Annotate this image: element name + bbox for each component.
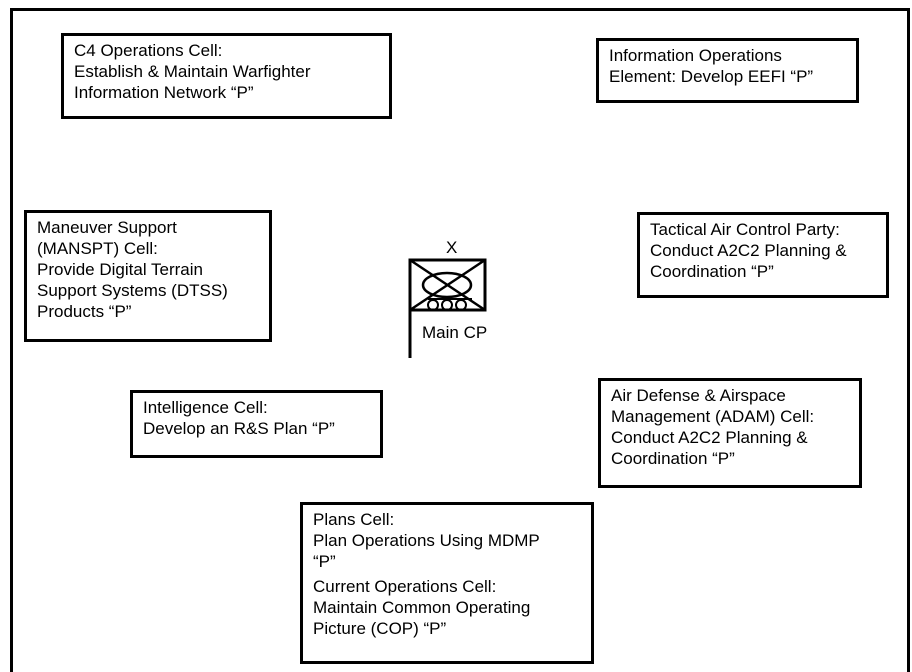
box-line: Plan Operations Using MDMP bbox=[313, 531, 540, 550]
box-line: Management (ADAM) Cell: bbox=[611, 407, 815, 426]
maneuver-support-cell-box: Maneuver Support (MANSPT) Cell: Provide … bbox=[24, 210, 272, 342]
diagram-frame bbox=[10, 8, 910, 672]
box-line: Establish & Maintain Warfighter bbox=[74, 62, 311, 81]
box-line: Coordination “P” bbox=[611, 449, 735, 468]
box-line: Information Operations bbox=[609, 46, 782, 65]
box-line: Picture (COP) “P” bbox=[313, 619, 447, 638]
infantry-cross-line-b bbox=[409, 258, 486, 312]
intelligence-cell-box: Intelligence Cell: Develop an R&S Plan “… bbox=[130, 390, 383, 458]
box-line: “P” bbox=[313, 552, 336, 571]
wheel bbox=[455, 299, 467, 311]
plans-and-current-operations-box: Plans Cell: Plan Operations Using MDMP “… bbox=[300, 502, 594, 664]
c4-operations-cell-box: C4 Operations Cell: Establish & Maintain… bbox=[61, 33, 392, 119]
wheel bbox=[441, 299, 453, 311]
box-line: Information Network “P” bbox=[74, 83, 254, 102]
armored-division-command-post-flag-icon bbox=[408, 258, 487, 358]
box-line: C4 Operations Cell: bbox=[74, 41, 223, 60]
wheel bbox=[427, 299, 439, 311]
box-line: Conduct A2C2 Planning & bbox=[611, 428, 808, 447]
box-line: Provide Digital Terrain bbox=[37, 260, 203, 279]
box-line: Air Defense & Airspace bbox=[611, 386, 786, 405]
box-line: Tactical Air Control Party: bbox=[650, 220, 840, 239]
box-line: (MANSPT) Cell: bbox=[37, 239, 158, 258]
box-line: Support Systems (DTSS) bbox=[37, 281, 228, 300]
box-line: Conduct A2C2 Planning & bbox=[650, 241, 847, 260]
box-line: Current Operations Cell: bbox=[313, 577, 497, 596]
box-line: Plans Cell: bbox=[313, 510, 395, 529]
box-line: Coordination “P” bbox=[650, 262, 774, 281]
box-line: Intelligence Cell: bbox=[143, 398, 268, 417]
box-line: Maintain Common Operating bbox=[313, 598, 531, 617]
box-line: Develop an R&S Plan “P” bbox=[143, 419, 335, 438]
echelon-marker: X bbox=[446, 238, 458, 257]
box-line: Products “P” bbox=[37, 302, 132, 321]
main-cp-label: Main CP bbox=[422, 323, 488, 342]
armor-track-oval bbox=[421, 271, 473, 299]
tactical-air-control-party-box: Tactical Air Control Party: Conduct A2C2… bbox=[637, 212, 889, 298]
information-operations-element-box: Information Operations Element: Develop … bbox=[596, 38, 859, 103]
air-defense-airspace-management-cell-box: Air Defense & Airspace Management (ADAM)… bbox=[598, 378, 862, 488]
box-line: Element: Develop EEFI “P” bbox=[609, 67, 814, 86]
box-line: Maneuver Support bbox=[37, 218, 177, 237]
